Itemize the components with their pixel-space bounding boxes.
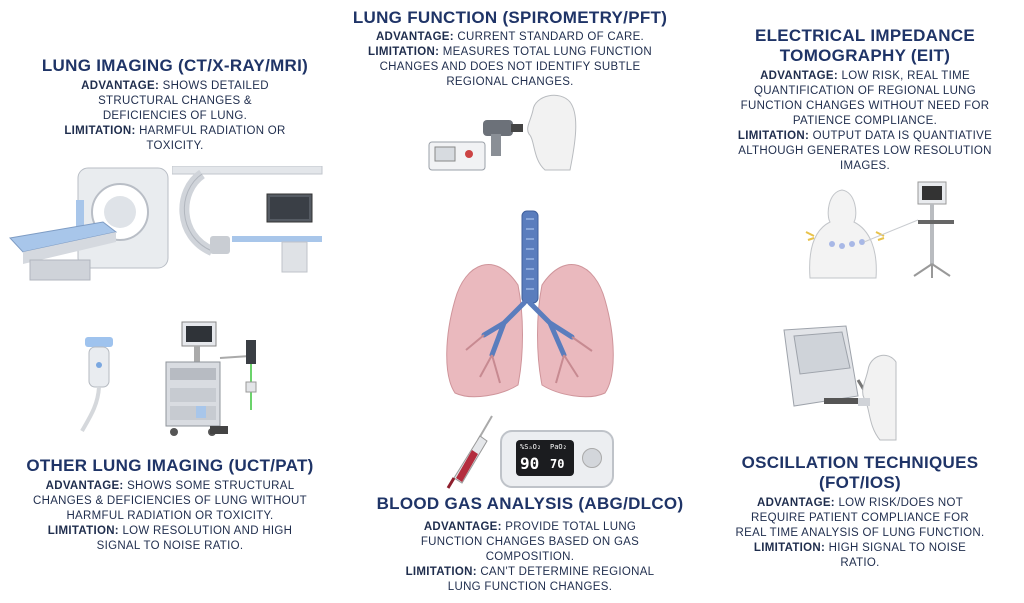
- limitation-text: LUNG FUNCTION CHANGES.: [447, 581, 613, 593]
- limitation-text: OUTPUT DATA IS QUANTIATIVE: [812, 130, 993, 142]
- limitation-text: CHANGES AND DOES NOT IDENTIFY SUBTLE: [379, 61, 641, 73]
- advantage-text: SHOWS SOME STRUCTURAL: [127, 480, 295, 492]
- advantage-text: PATIENCE COMPLIANCE.: [792, 115, 938, 127]
- oscillation-title: OSCILLATION TECHNIQUES (FOT/IOS): [741, 453, 979, 492]
- limitation-text: LOW RESOLUTION AND HIGH: [122, 525, 293, 537]
- imaging-cart-icon: [165, 321, 257, 436]
- limitation-label: LIMITATION:: [368, 46, 440, 58]
- advantage-label: ADVANTAGE:: [423, 521, 502, 533]
- oximeter-value-2: 70: [550, 457, 565, 471]
- oscillometry-device-icon: [783, 325, 897, 441]
- blood-gas-section: BLOOD GAS ANALYSIS (ABG/DLCO) ADVANTAGE:…: [370, 494, 690, 595]
- limitation-text: RATIO.: [840, 557, 880, 569]
- other-imaging-section: OTHER LUNG IMAGING (UCT/PAT) ADVANTAGE: …: [5, 456, 335, 554]
- oximeter-value-1: 90: [520, 454, 540, 473]
- advantage-text: HARMFUL RADIATION OR TOXICITY.: [66, 510, 274, 522]
- limitation-text: REGIONAL CHANGES.: [446, 76, 574, 88]
- limitation-label: LIMITATION:: [405, 566, 477, 578]
- limitation-text: IMAGES.: [839, 160, 891, 172]
- ct-scanner-icon: [9, 167, 169, 281]
- lung-imaging-title: LUNG IMAGING (CT/X-RAY/MRI): [41, 56, 309, 75]
- limitation-label: LIMITATION:: [737, 130, 810, 142]
- advantage-label: ADVANTAGE:: [81, 80, 160, 92]
- spirometer-icon: [428, 94, 577, 171]
- oximeter-button: [582, 448, 602, 468]
- advantage-text: PROVIDE TOTAL LUNG: [505, 521, 637, 533]
- eit-title: TOMOGRAPHY (EIT): [779, 46, 951, 65]
- advantage-text: QUANTIFICATION OF REGIONAL LUNG: [753, 85, 977, 97]
- limitation-label: LIMITATION:: [47, 525, 119, 537]
- oximeter-pao2-label: PaO₂: [550, 443, 567, 451]
- limitation-text: CAN'T DETERMINE REGIONAL: [480, 566, 655, 578]
- c-arm-xray-icon: [172, 166, 323, 273]
- advantage-text: CHANGES & DEFICIENCIES OF LUNG WITHOUT: [32, 495, 307, 507]
- oximeter-screen: %SₐO₂ PaO₂ 90 70: [516, 440, 574, 476]
- advantage-text: DEFICIENCIES OF LUNG.: [102, 110, 248, 122]
- lung-function-title: LUNG FUNCTION (SPIROMETRY/PFT): [352, 8, 668, 27]
- advantage-text: LOW RISK/DOES NOT: [838, 497, 964, 509]
- lungs-icon: [446, 210, 614, 398]
- advantage-text: LOW RISK, REAL TIME: [841, 70, 970, 82]
- limitation-text: SIGNAL TO NOISE RATIO.: [96, 540, 244, 552]
- advantage-text: FUNCTION CHANGES BASED ON GAS: [420, 536, 640, 548]
- pulse-oximeter-icon: %SₐO₂ PaO₂ 90 70: [500, 430, 614, 488]
- advantage-text: COMPOSITION.: [485, 551, 575, 563]
- limitation-text: HARMFUL RADIATION OR: [139, 125, 286, 137]
- advantage-label: ADVANTAGE:: [45, 480, 124, 492]
- oximeter-sao2-label: %SₐO₂: [520, 443, 542, 451]
- advantage-label: ADVANTAGE:: [756, 497, 835, 509]
- advantage-text: STRUCTURAL CHANGES &: [98, 95, 252, 107]
- limitation-label: LIMITATION:: [753, 542, 826, 554]
- other-imaging-title: OTHER LUNG IMAGING (UCT/PAT): [26, 456, 314, 475]
- lung-function-section: LUNG FUNCTION (SPIROMETRY/PFT) ADVANTAGE…: [340, 8, 680, 90]
- advantage-text: REAL TIME ANALYSIS OF LUNG FUNCTION.: [735, 527, 985, 539]
- advantage-label: ADVANTAGE:: [375, 31, 454, 43]
- syringe-icon: [446, 415, 493, 489]
- eit-cart-icon: [805, 181, 954, 279]
- blood-gas-title: BLOOD GAS ANALYSIS (ABG/DLCO): [376, 494, 684, 513]
- advantage-text: SHOWS DETAILED: [162, 80, 269, 92]
- advantage-text: FUNCTION CHANGES WITHOUT NEED FOR: [740, 100, 990, 112]
- oscillation-section: OSCILLATION TECHNIQUES (FOT/IOS) ADVANTA…: [700, 453, 1020, 571]
- lung-imaging-section: LUNG IMAGING (CT/X-RAY/MRI) ADVANTAGE: S…: [30, 56, 320, 154]
- limitation-text: HIGH SIGNAL TO NOISE: [828, 542, 967, 554]
- limitation-text: ALTHOUGH GENERATES LOW RESOLUTION: [738, 145, 992, 157]
- advantage-text: CURRENT STANDARD OF CARE.: [457, 31, 645, 43]
- advantage-text: REQUIRE PATIENT COMPLIANCE FOR: [751, 512, 969, 524]
- eit-section: ELECTRICAL IMPEDANCE TOMOGRAPHY (EIT) AD…: [720, 26, 1010, 174]
- ultrasound-probe-icon: [80, 337, 113, 432]
- limitation-label: LIMITATION:: [64, 125, 136, 137]
- limitation-text: MEASURES TOTAL LUNG FUNCTION: [442, 46, 652, 58]
- limitation-text: TOXICITY.: [146, 140, 204, 152]
- eit-title: ELECTRICAL IMPEDANCE: [754, 26, 976, 45]
- advantage-label: ADVANTAGE:: [760, 70, 839, 82]
